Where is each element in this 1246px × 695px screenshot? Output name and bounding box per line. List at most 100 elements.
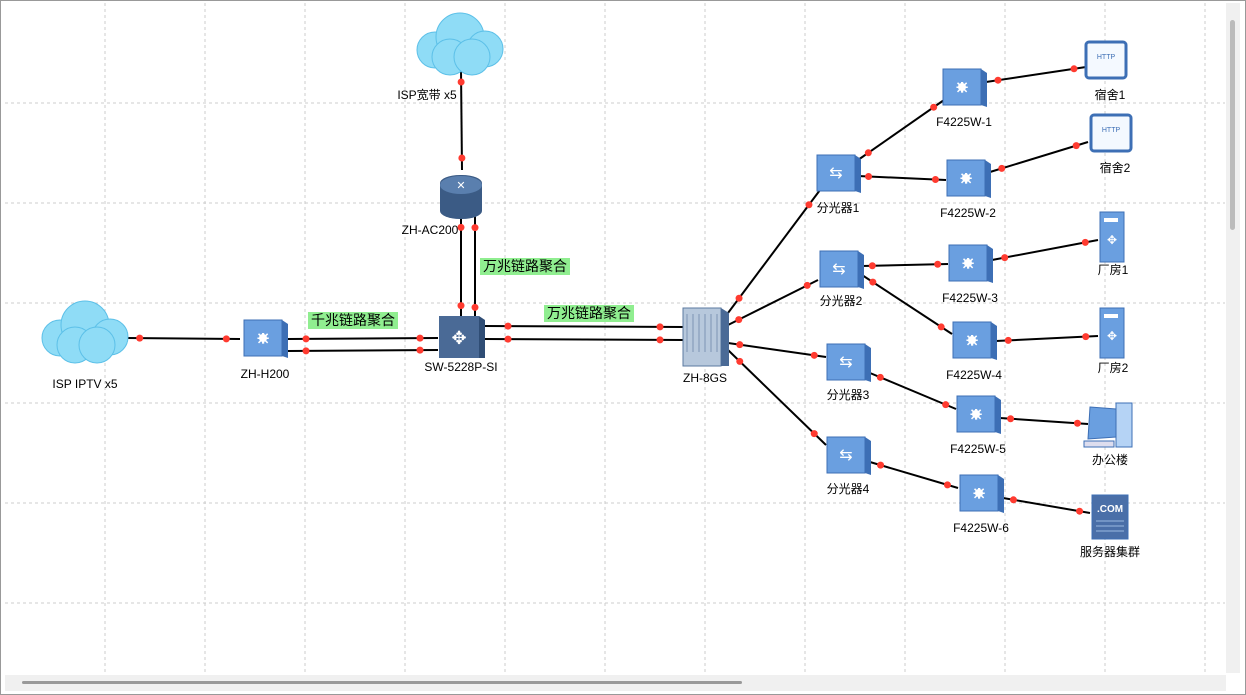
network-link[interactable] (727, 279, 819, 326)
link-waypoint[interactable] (877, 461, 885, 469)
network-link[interactable] (857, 99, 945, 161)
link-waypoint[interactable] (136, 334, 144, 342)
link-waypoint[interactable] (457, 302, 465, 310)
link-waypoint[interactable] (998, 164, 1006, 172)
node-label: ISP IPTV x5 (52, 377, 117, 391)
link-waypoint[interactable] (302, 347, 310, 355)
link-waypoint[interactable] (1082, 333, 1090, 341)
svg-text:⋇: ⋇ (954, 77, 969, 97)
network-link[interactable] (869, 461, 959, 489)
node-label: 宿舍1 (1095, 87, 1126, 102)
link-waypoint[interactable] (1076, 507, 1084, 515)
network-link[interactable] (125, 337, 241, 340)
link-waypoint[interactable] (656, 336, 664, 344)
link-waypoint[interactable] (1081, 238, 1089, 246)
link-waypoint[interactable] (810, 430, 818, 438)
link-waypoint[interactable] (931, 176, 939, 184)
link-waypoint[interactable] (656, 323, 664, 331)
link-waypoint[interactable] (869, 278, 877, 286)
switch-icon: ⋇ (956, 395, 1001, 434)
http-server-icon: HTTP (1089, 113, 1133, 153)
link-waypoint[interactable] (937, 323, 945, 331)
link-waypoint[interactable] (994, 76, 1002, 84)
link-waypoint[interactable] (1009, 496, 1017, 504)
link-waypoint[interactable] (868, 262, 876, 270)
link-waypoint[interactable] (1070, 65, 1078, 73)
svg-text:⋇: ⋇ (968, 404, 983, 424)
link-waypoint[interactable] (457, 223, 465, 231)
svg-text:⇆: ⇆ (839, 354, 852, 371)
network-link[interactable] (460, 69, 463, 171)
link-waypoint[interactable] (504, 335, 512, 343)
network-link[interactable] (727, 189, 821, 314)
node-label: F4225W-6 (953, 521, 1009, 535)
node-label: 分光器3 (827, 388, 870, 402)
link-waypoint[interactable] (471, 224, 479, 232)
link-waypoint[interactable] (458, 154, 466, 162)
node-label: F4225W-2 (940, 206, 996, 220)
network-link[interactable] (287, 349, 439, 352)
horizontal-scroll-thumb[interactable] (22, 681, 742, 684)
svg-text:⋇: ⋇ (964, 330, 979, 350)
network-link[interactable] (989, 141, 1089, 173)
network-link[interactable] (861, 263, 949, 267)
network-link[interactable] (483, 338, 685, 341)
link-waypoint[interactable] (222, 335, 230, 343)
link-waypoint[interactable] (876, 373, 884, 381)
node-label: 分光器4 (827, 482, 870, 496)
olt-chassis-icon (682, 307, 729, 367)
link-waypoint[interactable] (457, 78, 465, 86)
link-waypoint[interactable] (504, 322, 512, 330)
link-waypoint[interactable] (930, 103, 938, 111)
server-tower-icon: ✥ (1099, 307, 1125, 359)
vertical-scroll-thumb[interactable] (1230, 20, 1235, 230)
link-waypoint[interactable] (1072, 142, 1080, 150)
network-link[interactable] (1002, 497, 1091, 514)
link-waypoint[interactable] (805, 201, 813, 209)
link-waypoint[interactable] (302, 335, 310, 343)
svg-text:⋇: ⋇ (960, 253, 975, 273)
link-waypoint[interactable] (934, 260, 942, 268)
link-waypoint[interactable] (943, 481, 951, 489)
node-label: F4225W-3 (942, 291, 998, 305)
node-label: 厂房2 (1098, 360, 1129, 375)
link-waypoint[interactable] (416, 334, 424, 342)
link-waypoint[interactable] (416, 346, 424, 354)
network-link[interactable] (985, 66, 1087, 83)
link-waypoint[interactable] (736, 357, 744, 365)
switch-icon: ⋇ (948, 244, 993, 283)
svg-text:✥: ✥ (1107, 233, 1117, 247)
link-waypoint[interactable] (736, 341, 744, 349)
node-label: 办公楼 (1092, 452, 1128, 467)
network-link[interactable] (857, 175, 947, 181)
network-link[interactable] (869, 372, 957, 410)
network-link[interactable] (483, 325, 685, 328)
network-link[interactable] (287, 337, 439, 340)
link-waypoint[interactable] (865, 172, 873, 180)
link-waypoint[interactable] (810, 351, 818, 359)
network-link[interactable] (727, 342, 827, 358)
link-waypoint[interactable] (942, 401, 950, 409)
link-waypoint[interactable] (1004, 336, 1012, 344)
network-link[interactable] (999, 417, 1089, 425)
core-switch-icon: ✥ (439, 316, 485, 358)
cloud-icon (416, 12, 504, 76)
link-waypoint[interactable] (864, 149, 872, 157)
network-link[interactable] (995, 335, 1099, 342)
svg-text:✥: ✥ (1107, 329, 1117, 343)
switch-icon: ⋇ (243, 319, 288, 358)
link-waypoint[interactable] (471, 303, 479, 311)
link-waypoint[interactable] (1007, 415, 1015, 423)
network-link[interactable] (861, 274, 953, 335)
node-label: ZH-AC200 (402, 223, 459, 237)
vertical-scrollbar[interactable] (1226, 3, 1240, 673)
link-waypoint[interactable] (735, 316, 743, 324)
link-waypoint[interactable] (803, 281, 811, 289)
link-waypoint[interactable] (1001, 254, 1009, 262)
network-link[interactable] (991, 239, 1099, 261)
link-waypoint[interactable] (735, 294, 743, 302)
network-link[interactable] (727, 349, 827, 446)
link-waypoint[interactable] (1073, 419, 1081, 427)
